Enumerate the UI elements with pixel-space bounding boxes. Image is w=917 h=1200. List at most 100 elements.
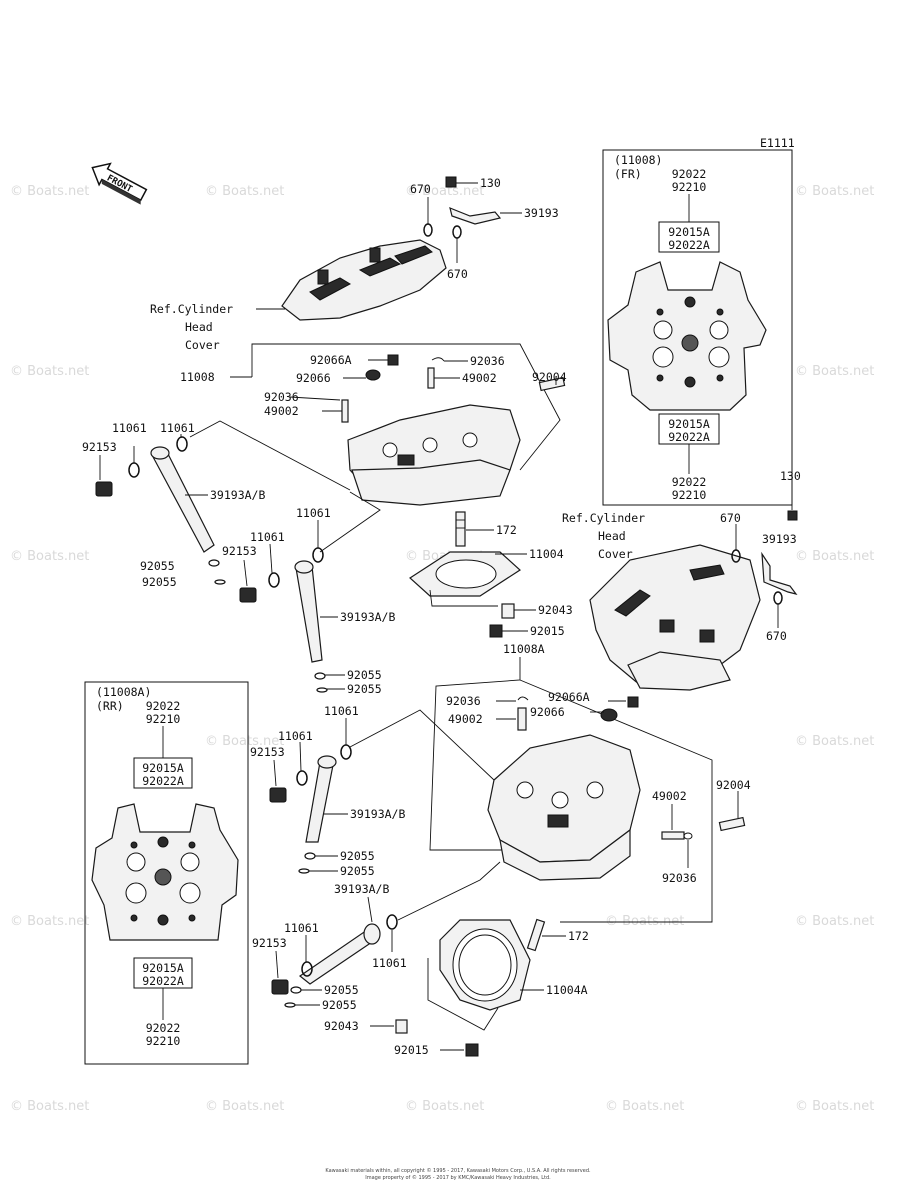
union-39193-upper xyxy=(449,207,522,225)
inset-rr-label: 92015A xyxy=(142,961,184,975)
o-ring-92055 xyxy=(304,852,316,860)
callout-label: 92153 xyxy=(250,745,285,759)
callout-label: 92055 xyxy=(347,668,382,682)
callout-label: 92036 xyxy=(662,871,697,885)
gasket-11004A xyxy=(439,919,531,1011)
stud-92004 xyxy=(538,376,566,392)
callout-label: 92055 xyxy=(322,998,357,1012)
bolt-92153 xyxy=(95,481,113,497)
inset-fr-label: 92015A xyxy=(668,417,710,431)
cylinder-head-front xyxy=(347,404,521,506)
ref-cover-label: Cover xyxy=(185,338,220,352)
cylinder-head-rear xyxy=(487,734,641,881)
cir-clip-92036 xyxy=(517,696,529,701)
callout-label: 92004 xyxy=(532,370,567,384)
watermark: © Boats.net xyxy=(10,914,89,929)
footer-copyright: Image property of © 1995 - 2017 by KMC/K… xyxy=(365,1174,551,1181)
inset-rr-label: 92210 xyxy=(146,712,181,726)
callout-label: 49002 xyxy=(448,712,483,726)
inset-rr-sub: (RR) xyxy=(96,699,124,713)
inset-fr-label: 92015A xyxy=(668,225,710,239)
watermark: © Boats.net xyxy=(205,1099,284,1114)
o-ring-92055 xyxy=(214,579,226,585)
watermark: © Boats.net xyxy=(10,549,89,564)
callout-label: 39193 xyxy=(762,532,797,546)
dowel-92043 xyxy=(395,1019,408,1034)
bolt-92153 xyxy=(271,979,289,995)
bolt-92153 xyxy=(239,587,257,603)
inset-rr-label: 92022 xyxy=(146,699,181,713)
inset-rr-label: 92210 xyxy=(146,1034,181,1048)
callout-label: 172 xyxy=(496,523,517,537)
callout-label: 92055 xyxy=(142,575,177,589)
inset-fr-label: 92022A xyxy=(668,430,710,444)
o-ring-670 xyxy=(452,225,462,239)
o-ring-11061 xyxy=(312,547,324,563)
watermark: © Boats.net xyxy=(795,734,874,749)
ref-cover-label: Ref.Cylinder xyxy=(562,511,645,525)
callout-label: 11008 xyxy=(180,370,215,384)
callout-label: 92066 xyxy=(296,371,331,385)
cylinder-head-cover-upper xyxy=(281,239,447,321)
fitting-130-upper xyxy=(445,176,478,188)
callout-label: 172 xyxy=(568,929,589,943)
o-ring-92055 xyxy=(208,559,220,567)
footer-copyright: Kawasaki materials within, all copyright… xyxy=(325,1167,591,1174)
watermark: © Boats.net xyxy=(10,1099,89,1114)
inset-rr-title: (11008A) xyxy=(96,685,151,699)
guide-49002 xyxy=(427,367,435,389)
seal-92066 xyxy=(600,708,618,722)
watermark: © Boats.net xyxy=(405,184,484,199)
callout-label: 130 xyxy=(480,176,501,190)
o-ring-11061 xyxy=(340,744,352,760)
guide-49002 xyxy=(517,707,527,731)
union-39193-rear xyxy=(761,551,798,595)
callout-label: 670 xyxy=(720,511,741,525)
callout-label: 11061 xyxy=(284,921,319,935)
callout-label: 11061 xyxy=(112,421,147,435)
callout-label: 49002 xyxy=(462,371,497,385)
watermark: © Boats.net xyxy=(205,184,284,199)
o-ring-11061 xyxy=(176,436,188,452)
cir-clip-92036 xyxy=(683,832,693,840)
callout-label: 92036 xyxy=(446,694,481,708)
callout-label: 39193 xyxy=(524,206,559,220)
callout-label: 92015 xyxy=(530,624,565,638)
callout-label: 92153 xyxy=(82,440,117,454)
callout-label: 670 xyxy=(766,629,787,643)
ref-cover-label: Cover xyxy=(598,547,633,561)
o-ring-11061 xyxy=(296,770,308,786)
callout-label: 39193A/B xyxy=(210,488,265,502)
o-ring-11061 xyxy=(128,462,140,478)
bolt-92153 xyxy=(269,787,287,803)
callout-label: 130 xyxy=(780,469,801,483)
o-ring-92055 xyxy=(298,868,310,874)
callout-label: 92066A xyxy=(548,690,590,704)
callout-label: 11004 xyxy=(529,547,564,561)
stud-172 xyxy=(455,511,466,547)
callout-label: 92036 xyxy=(470,354,505,368)
callout-label: 92055 xyxy=(324,983,359,997)
callout-label: 39193A/B xyxy=(350,807,405,821)
watermark: © Boats.net xyxy=(10,364,89,379)
nut-92015 xyxy=(465,1043,479,1057)
ref-cover-label: Ref.Cylinder xyxy=(150,302,233,316)
oil-pipe-39193AB xyxy=(150,446,215,553)
callout-label: 11061 xyxy=(278,729,313,743)
oil-pipe-39193AB xyxy=(298,923,381,985)
watermark: © Boats.net xyxy=(795,549,874,564)
inset-fr-sub: (FR) xyxy=(614,167,642,181)
watermark: © Boats.net xyxy=(405,1099,484,1114)
callout-label: 92036 xyxy=(264,390,299,404)
ref-cover-label: Head xyxy=(598,529,626,543)
o-ring-92055 xyxy=(284,1002,296,1008)
inset-fr-label: 92022 xyxy=(672,475,707,489)
nut-92015 xyxy=(489,624,503,638)
oil-pipe-39193AB xyxy=(294,560,323,663)
callout-label: 92055 xyxy=(347,682,382,696)
cir-clip-92036 xyxy=(431,357,445,362)
callout-label: 92153 xyxy=(252,936,287,950)
callout-label: 92004 xyxy=(716,778,751,792)
dowel-92043 xyxy=(501,603,515,619)
